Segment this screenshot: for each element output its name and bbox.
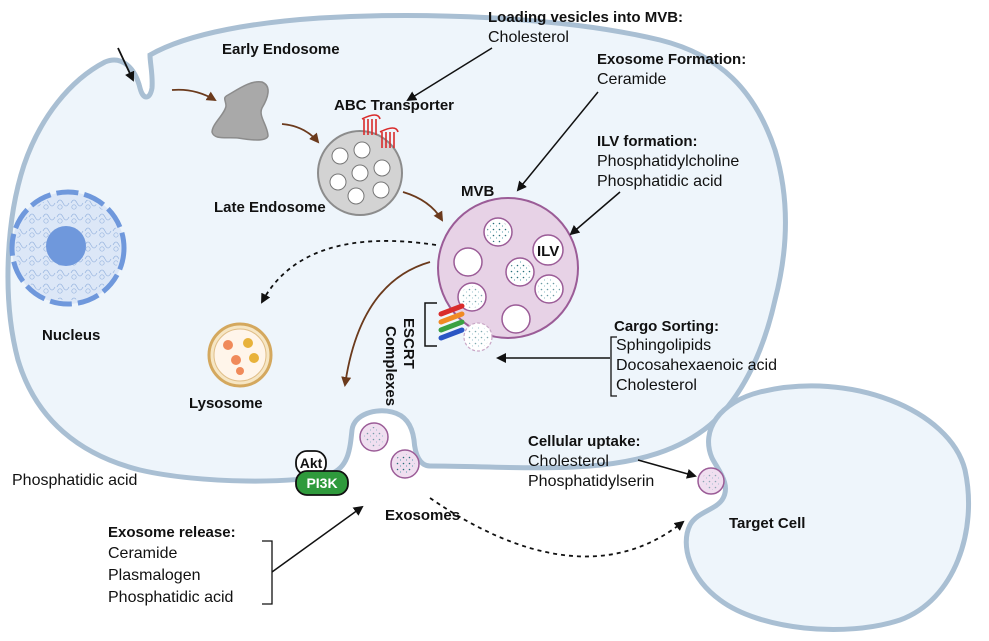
cargo-sorting-title: Cargo Sorting: [614,318,719,335]
ilv-formation-title: ILV formation: [597,133,698,150]
exosome-release-item-1: Ceramide [108,545,177,562]
nucleus [9,189,127,307]
nucleus-label: Nucleus [42,327,100,344]
exosome-formation-title: Exosome Formation: [597,51,746,68]
late-endosome [317,130,403,216]
arrow-mvb-to-membrane [341,261,431,387]
cellular-uptake-item-1: Cholesterol [528,453,609,470]
exosome-formation-arrow [516,91,599,192]
exosomes-label: Exosomes [385,507,460,524]
lysosome [207,322,273,388]
exosome-release-item-3: Phosphatidic acid [108,589,233,606]
exosome-formation-item-1: Ceramide [597,71,666,88]
arrow-to-late-endosome [281,123,320,144]
arrow-to-early-endosome [171,88,217,102]
akt-label: Akt [300,455,323,471]
escrt-complexes-icon [424,302,465,347]
loading-item-1: Cholesterol [488,29,569,46]
abc-transporter-icon [361,114,399,148]
early-endosome-label: Early Endosome [222,41,340,58]
loading-title: Loading vesicles into MVB: [488,9,683,26]
lysosome-label: Lysosome [189,395,263,412]
ilv-formation-arrow [569,191,621,236]
ilv-formation-item-1: Phosphatidylcholine [597,153,739,170]
abc-transporter-label: ABC Transporter [334,97,454,114]
cargo-sorting-bracket [610,336,617,397]
target-cell-label: Target Cell [729,515,805,532]
mvb-label: MVB [461,183,495,200]
exosome-release-title: Exosome release: [108,524,236,541]
cargo-sorting-item-3: Cholesterol [616,377,697,394]
late-endosome-label: Late Endosome [214,199,326,216]
cellular-uptake-arrow [637,459,697,479]
pi3k-label: PI3K [306,475,337,491]
cellular-uptake-item-2: Phosphatidylserin [528,473,654,490]
loading-arrow [406,47,493,102]
cargo-sorting-item-2: Docosahexaenoic acid [616,357,777,374]
arrow-to-target-cell [429,497,685,558]
ilv-vesicle [532,234,564,266]
exosome-release-arrow [271,505,364,573]
escrt-label-line2: Complexes [382,326,399,406]
akt-badge: Akt [295,450,327,476]
ilv-label: ILV [537,243,559,260]
ilv-formation-item-2: Phosphatidic acid [597,173,722,190]
entry-arrow [117,47,135,82]
ilv-vesicle [453,247,483,277]
arrow-to-mvb [402,191,444,222]
exosome-release-item-2: Plasmalogen [108,567,201,584]
cellular-uptake-title: Cellular uptake: [528,433,641,450]
target-cell-membrane [683,383,971,633]
pi3k-badge: PI3K [295,470,349,496]
escrt-label-line1: ESCRT [400,318,417,369]
ilv-vesicle [501,304,531,334]
mvb: ILV [437,197,579,352]
nucleolus [46,226,86,266]
early-endosome [211,80,269,141]
exosome-release-bracket [262,540,273,605]
donor-cell-membrane [5,13,788,484]
cargo-sorting-item-1: Sphingolipids [616,337,711,354]
phosphatidic-acid-left: Phosphatidic acid [12,472,137,489]
